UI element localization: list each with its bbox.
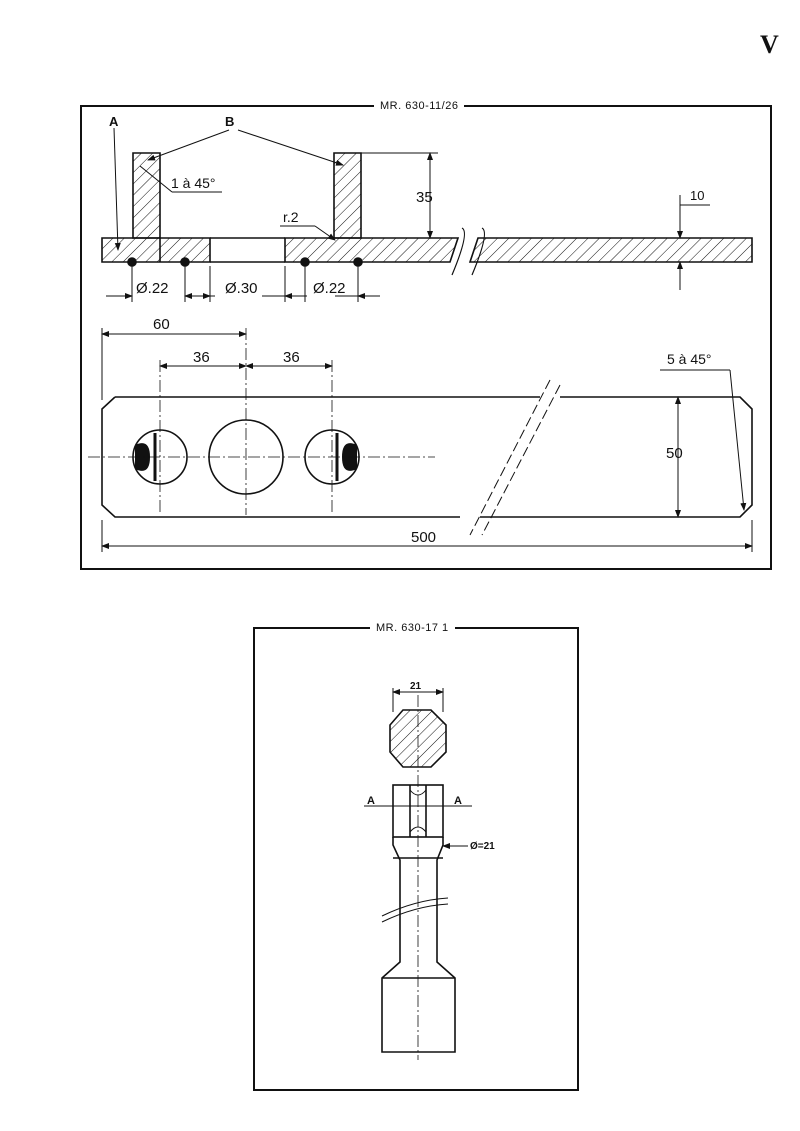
section-view	[101, 152, 753, 276]
right-upright	[333, 152, 362, 239]
plate-right	[468, 237, 753, 263]
label-corner-chamfer: 5 à 45°	[667, 351, 712, 367]
label-section-left: A	[367, 795, 375, 807]
label-a: A	[109, 114, 119, 129]
label-chamfer: 1 à 45°	[171, 175, 216, 191]
label-dist-60: 60	[153, 316, 170, 333]
center-lines	[88, 328, 435, 515]
drawing-frame-1: MR. 630-11/26	[80, 98, 772, 570]
plan-break	[469, 379, 561, 536]
dim-diameters	[106, 266, 380, 302]
label-dist-36-right: 36	[283, 349, 300, 366]
label-length: 500	[411, 529, 436, 546]
drawing-1-title: MR. 630-11/26	[374, 98, 465, 114]
label-height: 35	[416, 189, 433, 206]
label-diameter: Ø=21	[470, 841, 495, 852]
shaft-break	[381, 897, 449, 923]
label-radius: r.2	[283, 209, 299, 225]
plan-dimensions	[101, 328, 753, 552]
label-section-right: A	[454, 795, 462, 807]
label-thickness: 10	[690, 188, 704, 203]
dim-height	[361, 152, 438, 239]
punch-body	[381, 784, 456, 1053]
plate-middle	[284, 237, 460, 263]
left-upright	[132, 152, 161, 239]
label-dia-left: Ø.22	[136, 280, 169, 297]
across-flats-dim	[392, 688, 444, 712]
drawing-2-title: MR. 630-17 1	[370, 620, 455, 636]
dim-thickness	[677, 195, 710, 290]
label-dist-36-left: 36	[193, 349, 210, 366]
label-across-flats: 21	[410, 681, 422, 692]
page-marker: V	[760, 30, 779, 59]
drawing-frame-2: MR. 630-17 1	[253, 620, 579, 1091]
label-dia-right: Ø.22	[313, 280, 346, 297]
label-width: 50	[666, 445, 683, 462]
label-dia-center: Ø.30	[225, 280, 258, 297]
leaders-top	[113, 127, 344, 251]
label-b: B	[225, 114, 234, 129]
